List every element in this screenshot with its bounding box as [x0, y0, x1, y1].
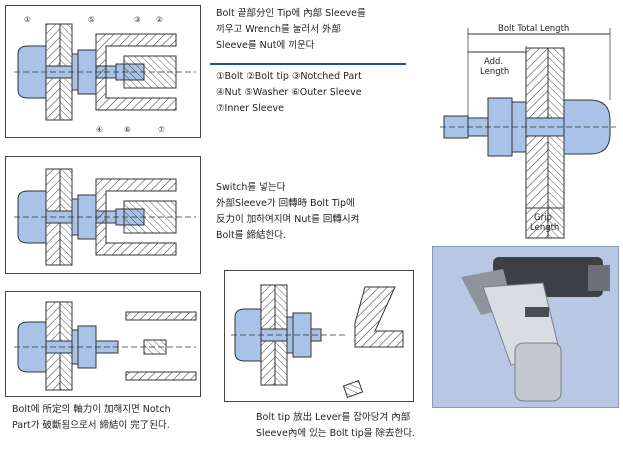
add-length-label-2: Length	[480, 67, 509, 77]
bolt-dimension-drawing: Bolt Total Length Add. Length Grip Lengt…	[440, 24, 616, 239]
wrench-photo	[432, 246, 619, 408]
step4-bolt-drawing	[231, 284, 404, 399]
wrench-tool-illustration	[433, 247, 618, 407]
callout-7: ⑦	[158, 125, 165, 134]
callout-5: ⑤	[88, 15, 95, 24]
step1-legend: ①Bolt ②Bolt tip ③Notched Part ④Nut ⑤Wash…	[216, 71, 362, 114]
step3-bolt-drawing	[14, 301, 197, 391]
step2-bolt-drawing	[14, 168, 196, 266]
step1-bolt-drawing: ① ⑤ ③ ② ④ ⑥ ⑦	[14, 15, 196, 134]
callout-2: ②	[156, 15, 163, 24]
step1-caption: Bolt 끝部分인 Tip에 內部 Sleeve를 끼우고 Wrench를 눌러…	[216, 8, 366, 51]
grip-length-label-2: Length	[530, 223, 559, 233]
step2-caption: Switch를 넣는다 外部Sleeve가 回轉時 Bolt Tip에 反力이 …	[216, 182, 360, 241]
step2-diagram-panel	[5, 156, 201, 274]
step4-diagram-panel	[224, 270, 414, 402]
callout-6: ⑥	[124, 125, 131, 134]
step1-diagram-panel: ① ⑤ ③ ② ④ ⑥ ⑦	[5, 5, 201, 138]
step4-caption: Bolt tip 放出 Lever를 잡아당겨 內部 Sleeve內에 있는 B…	[256, 412, 415, 439]
step3-caption: Bolt에 所定의 軸力이 加해지면 Notch Part가 破斷됨으로서 締結…	[12, 404, 171, 431]
callout-4: ④	[96, 125, 103, 134]
total-length-label: Bolt Total Length	[498, 24, 569, 34]
step3-diagram-panel	[5, 291, 201, 397]
callout-3: ③	[134, 15, 141, 24]
divider-rule	[210, 63, 406, 65]
add-length-label-1: Add.	[484, 57, 503, 67]
grip-length-label-1: Grip	[534, 213, 552, 223]
callout-1: ①	[24, 15, 31, 24]
